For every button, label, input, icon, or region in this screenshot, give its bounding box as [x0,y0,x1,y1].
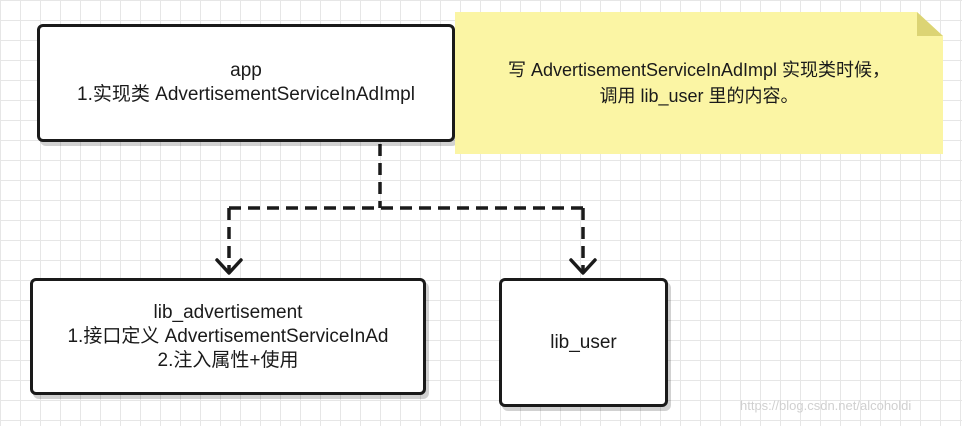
node-lib-advertisement: lib_advertisement 1.接口定义 AdvertisementSe… [30,278,426,395]
node-app-title: app [230,60,262,81]
arrowhead-lib-user-icon [569,258,597,275]
node-lib-user-title: lib_user [550,331,617,353]
note-line-2: 调用 lib_user 里的内容。 [599,86,799,106]
note-line-1: 写 AdvertisementServiceInAdImpl 实现类时候， [507,60,891,80]
node-lib-advertisement-title: lib_advertisement [153,301,303,323]
node-app: app 1.实现类 AdvertisementServiceInAdImpl [37,24,455,142]
node-app-description: 1.实现类 AdvertisementServiceInAdImpl [77,84,415,105]
node-lib-advertisement-line-2: 2.注入属性+使用 [157,349,299,371]
node-lib-advertisement-line-1: 1.接口定义 AdvertisementServiceInAd [67,325,389,347]
arrowhead-lib-advertisement-icon [215,258,243,275]
watermark: https://blog.csdn.net/alcoholdi [740,398,912,413]
node-lib-user: lib_user [499,278,668,407]
sticky-note: 写 AdvertisementServiceInAdImpl 实现类时候， 调用… [455,12,943,154]
